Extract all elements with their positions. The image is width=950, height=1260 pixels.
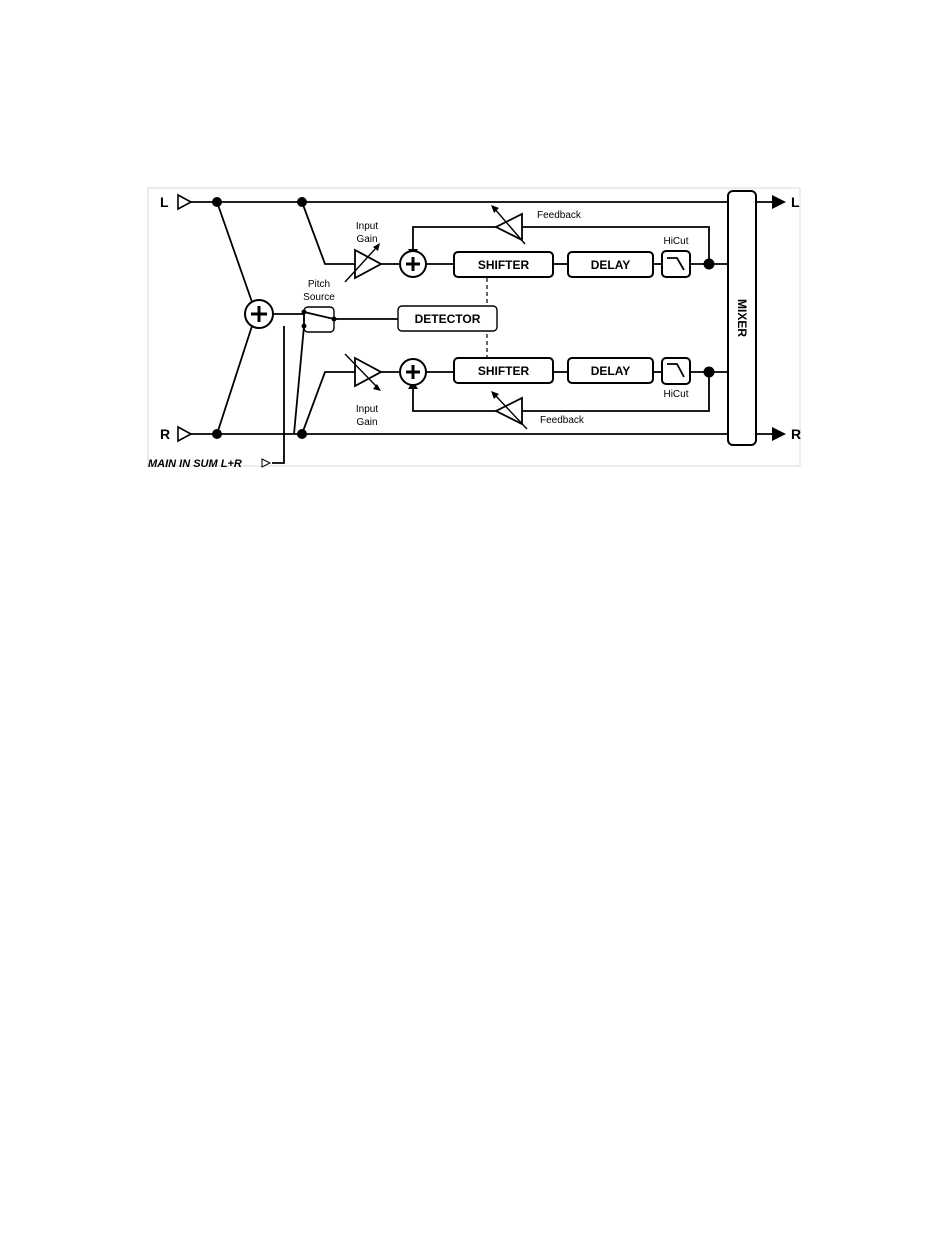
right-output-arrow (772, 427, 786, 441)
top-delay-block: DELAY (568, 252, 653, 277)
pitch-source-label-line1: Pitch (308, 279, 330, 290)
detector-label: DETECTOR (415, 312, 481, 326)
top-hicut-filter (662, 251, 690, 277)
bottom-feedback-amp (491, 391, 527, 429)
bottom-input-gain-label-line1: Input (356, 404, 378, 415)
bottom-delay-label: DELAY (591, 364, 631, 378)
top-shifter-label: SHIFTER (478, 258, 530, 272)
top-input-gain-label-line2: Gain (356, 234, 377, 245)
bottom-shifter-block: SHIFTER (454, 358, 553, 383)
bottom-feedback-label: Feedback (540, 415, 585, 426)
top-shifter-block: SHIFTER (454, 252, 553, 277)
left-input-label: L (160, 194, 169, 210)
detector-block: DETECTOR (398, 306, 497, 331)
bottom-sum-junction (400, 359, 426, 385)
right-output-label: R (791, 426, 801, 442)
pitch-source-switch (304, 307, 334, 332)
mixer-block: MIXER (728, 191, 756, 445)
top-delay-label: DELAY (591, 258, 631, 272)
left-output-label: L (791, 194, 800, 210)
mixer-label: MIXER (735, 299, 749, 337)
top-input-gain-amp (345, 243, 381, 282)
top-input-gain-label-line1: Input (356, 221, 378, 232)
top-feedback-label: Feedback (537, 210, 582, 221)
bottom-hicut-filter (662, 358, 690, 384)
right-input-label: R (160, 426, 170, 442)
left-output-arrow (772, 195, 786, 209)
bottom-hicut-label: HiCut (663, 389, 688, 400)
pitch-source-label-line2: Source (303, 292, 335, 303)
bottom-delay-block: DELAY (568, 358, 653, 383)
bottom-input-gain-label-line2: Gain (356, 417, 377, 428)
main-in-sum-label: MAIN IN SUM L+R (148, 458, 242, 470)
right-input-triangle (178, 427, 191, 441)
left-input-triangle (178, 195, 191, 209)
top-sum-junction (400, 251, 426, 277)
input-sum-junction (245, 300, 273, 328)
bottom-shifter-label: SHIFTER (478, 364, 530, 378)
top-hicut-label: HiCut (663, 236, 688, 247)
top-feedback-amp (491, 205, 525, 244)
